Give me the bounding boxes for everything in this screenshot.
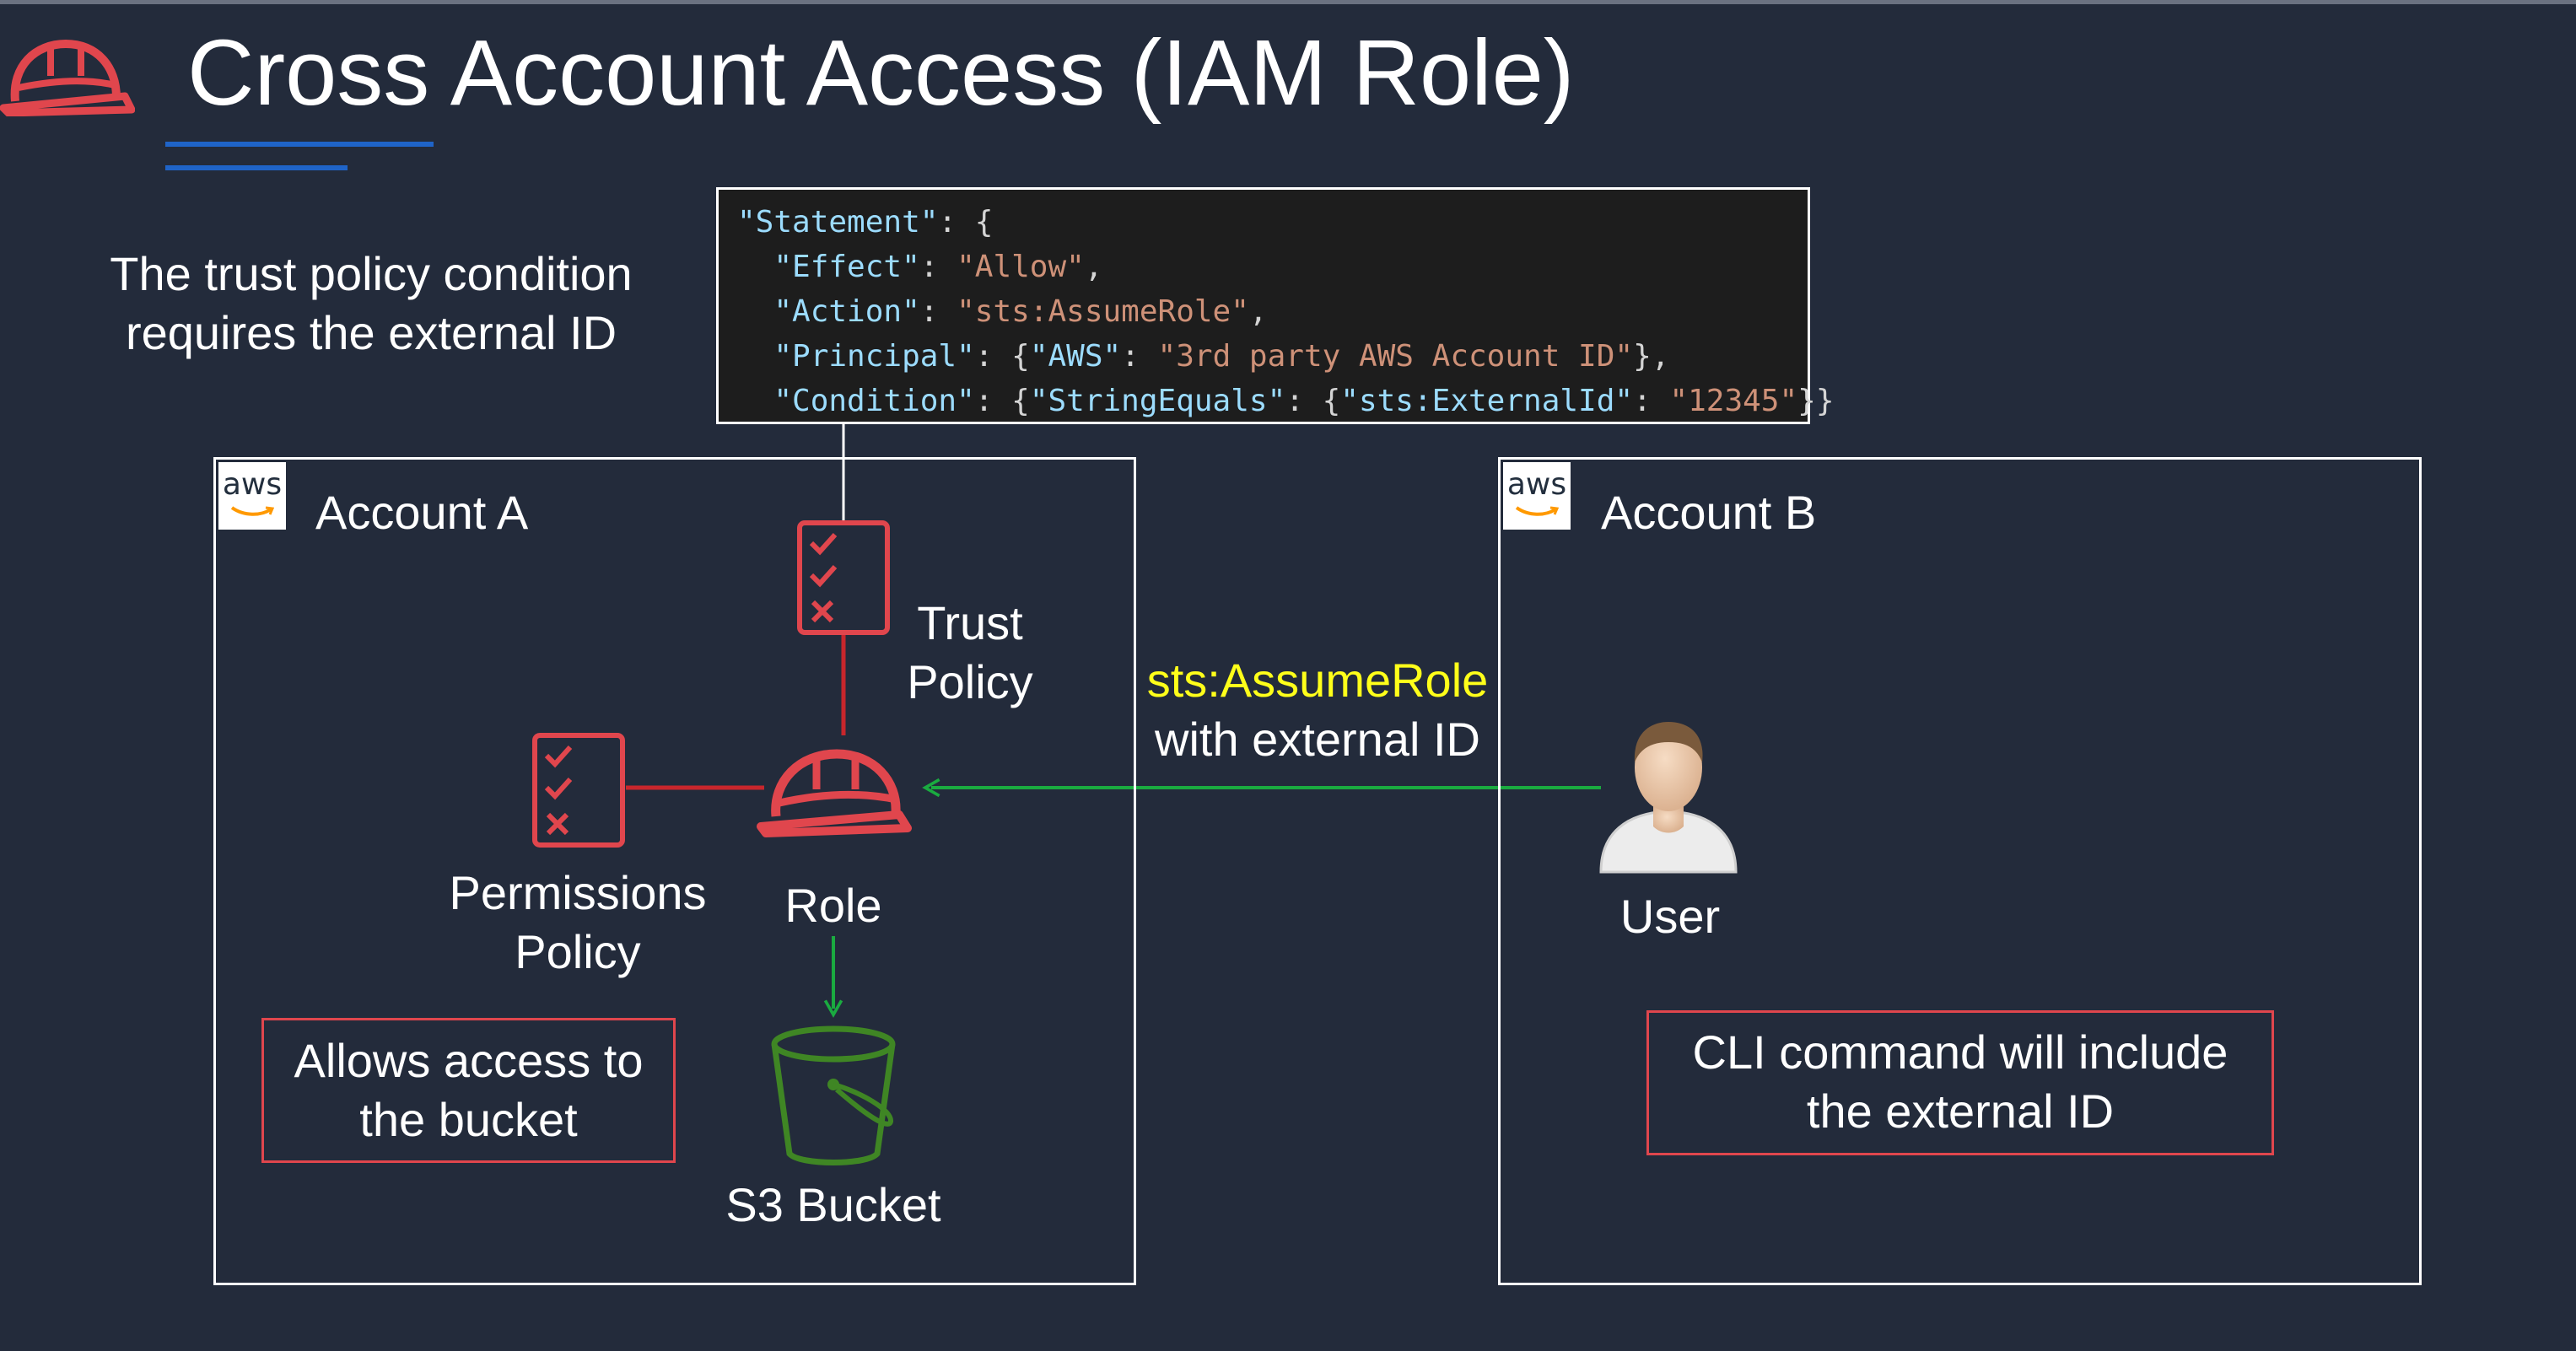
assume-role-detail: with external ID bbox=[1155, 713, 1480, 766]
trust-note-line1: The trust policy condition bbox=[110, 247, 633, 300]
user-avatar-icon bbox=[1599, 722, 1738, 874]
trust-policy-label: Trust Policy bbox=[894, 594, 1046, 712]
trust-policy-label-line1: Trust bbox=[917, 596, 1023, 649]
access-note-box bbox=[261, 1018, 676, 1163]
permissions-policy-label-line2: Policy bbox=[515, 925, 641, 978]
code-token: "Condition" bbox=[773, 384, 975, 418]
policy-checklist-icon bbox=[797, 520, 890, 635]
trust-policy-label-line2: Policy bbox=[907, 655, 1033, 708]
role-label: Role bbox=[784, 879, 882, 932]
code-token: "Principal" bbox=[773, 339, 975, 374]
cli-note-line2: the external ID bbox=[1806, 1085, 2115, 1138]
cli-note: CLI command will include the external ID bbox=[1646, 1023, 2274, 1141]
access-note-line2: the bucket bbox=[359, 1093, 578, 1146]
code-token: "3rd party AWS Account ID" bbox=[1157, 339, 1634, 374]
account-a-label: Account A bbox=[315, 486, 529, 539]
code-token: "Allow" bbox=[957, 250, 1085, 284]
code-token: "sts:AssumeRole" bbox=[957, 294, 1249, 329]
trust-policy-note: The trust policy condition requires the … bbox=[76, 245, 666, 363]
iam-helmet-icon bbox=[0, 39, 135, 116]
code-token: "Effect" bbox=[773, 250, 920, 284]
permissions-policy-label-line1: Permissions bbox=[449, 866, 707, 919]
aws-logo-icon: aws bbox=[218, 462, 286, 530]
policy-checklist-icon bbox=[532, 733, 625, 848]
aws-logo-text: aws bbox=[1506, 467, 1567, 502]
aws-logo-text: aws bbox=[222, 467, 283, 502]
cli-note-box bbox=[1646, 1010, 2274, 1155]
code-token: "12345" bbox=[1669, 384, 1798, 418]
title-underline-short bbox=[165, 165, 348, 170]
page-title: Cross Account Access (IAM Role) bbox=[187, 21, 1575, 125]
code-token: "StringEquals" bbox=[1029, 384, 1286, 418]
iam-role-helmet-icon bbox=[757, 749, 912, 837]
access-note: Allows access to the bucket bbox=[261, 1031, 676, 1149]
title-underline-long bbox=[165, 142, 434, 147]
access-note-line1: Allows access to bbox=[294, 1034, 644, 1087]
assume-role-label: sts:AssumeRole with external ID bbox=[1132, 651, 1503, 769]
account-b-label: Account B bbox=[1601, 486, 1817, 539]
aws-logo-icon: aws bbox=[1503, 462, 1571, 530]
account-a-box bbox=[213, 457, 1136, 1285]
permissions-policy-label: Permissions Policy bbox=[422, 864, 734, 982]
code-token: "Statement" bbox=[737, 205, 939, 240]
code-token: "Action" bbox=[773, 294, 920, 329]
cli-note-line1: CLI command will include bbox=[1692, 1025, 2228, 1079]
account-b-box bbox=[1498, 457, 2422, 1285]
trust-policy-code: "Statement": { "Effect": "Allow", "Actio… bbox=[716, 187, 1835, 424]
user-label: User bbox=[1619, 890, 1721, 943]
s3-bucket-label: S3 Bucket bbox=[725, 1178, 941, 1231]
s3-bucket-icon bbox=[771, 1025, 896, 1165]
top-divider bbox=[0, 0, 2576, 4]
assume-role-action: sts:AssumeRole bbox=[1146, 654, 1489, 707]
code-token: "sts:ExternalId" bbox=[1340, 384, 1634, 418]
code-token: "AWS" bbox=[1029, 339, 1122, 374]
trust-note-line2: requires the external ID bbox=[125, 306, 617, 359]
